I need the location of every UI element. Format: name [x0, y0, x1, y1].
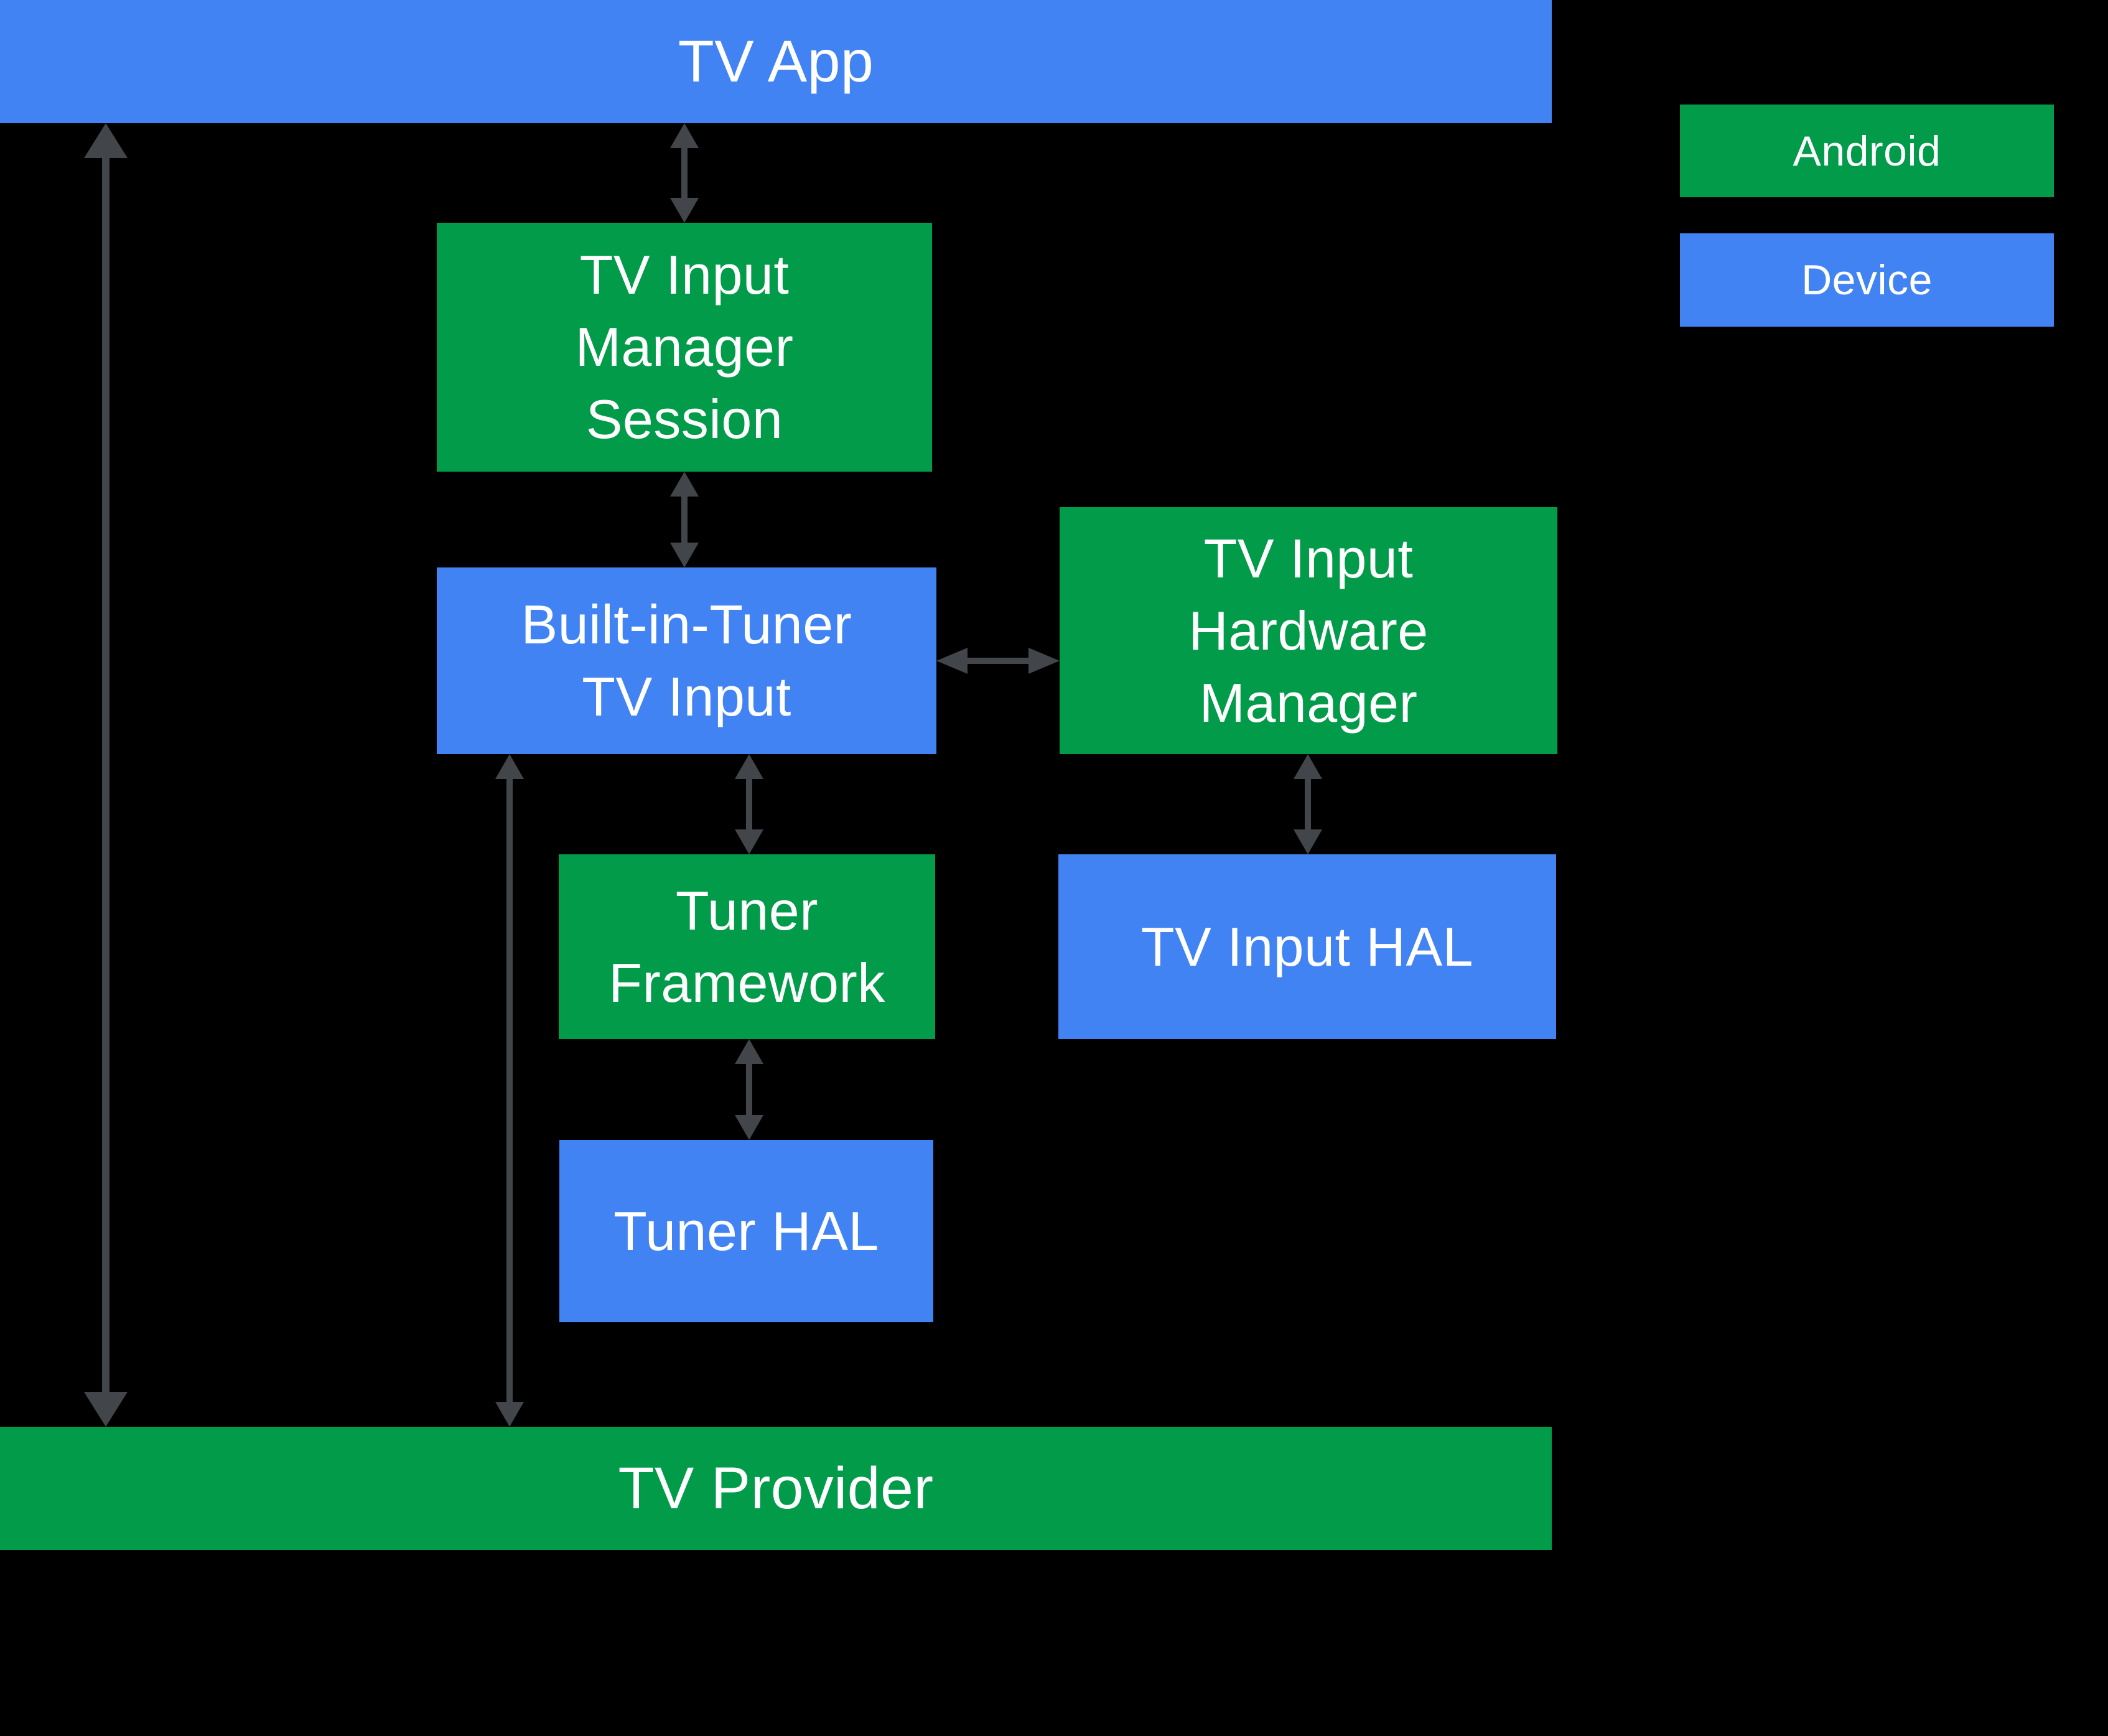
node-tv-input-hardware-manager: TV Input Hardware Manager [1060, 507, 1557, 754]
node-tv-input-manager-session-label: TV Input Manager Session [575, 244, 794, 450]
arrow-tv-input-manager-session-built-in-tuner [670, 472, 699, 567]
node-tv-app: TV App [0, 0, 1552, 123]
node-tuner-framework-label: Tuner Framework [609, 879, 885, 1014]
arrow-shaft [681, 146, 688, 200]
arrowhead-down-icon [1294, 829, 1322, 854]
node-tv-input-manager-session: TV Input Manager Session [437, 223, 932, 472]
arrowhead-up-icon [735, 754, 763, 779]
arrowhead-right-icon [1028, 648, 1060, 674]
arrow-tuner-framework-tuner-hal [735, 1039, 763, 1140]
node-tv-app-label: TV App [678, 29, 874, 95]
arrowhead-down-icon [670, 198, 699, 223]
node-tuner-hal-label: Tuner HAL [613, 1200, 879, 1262]
arrowhead-up-icon [1294, 754, 1322, 779]
node-tv-input-hal: TV Input HAL [1058, 854, 1556, 1039]
arrowhead-down-icon [735, 1115, 763, 1140]
legend-android-label: Android [1793, 127, 1941, 175]
arrow-shaft [102, 156, 110, 1394]
arrowhead-up-icon [495, 754, 524, 779]
arrow-shaft [746, 1062, 752, 1118]
arrowhead-up-icon [735, 1039, 763, 1064]
arrow-hardware-manager-tv-input-hal [1294, 754, 1322, 854]
arrowhead-up-icon [670, 472, 699, 497]
arrow-built-in-tuner-tuner-framework [735, 754, 763, 854]
arrow-shaft [681, 494, 688, 545]
arrow-shaft [1305, 777, 1311, 832]
arrowhead-down-icon [670, 543, 699, 567]
node-tv-input-hal-label: TV Input HAL [1140, 915, 1474, 978]
arrowhead-left-icon [936, 648, 968, 674]
node-tv-provider: TV Provider [0, 1427, 1552, 1550]
node-built-in-tuner-tv-input-label: Built-in-Tuner TV Input [521, 594, 852, 727]
arrow-tv-app-tv-provider [84, 123, 128, 1427]
arrowhead-up-icon [670, 123, 699, 148]
arrow-shaft [965, 658, 1031, 664]
arrow-built-in-tuner-tv-provider [495, 754, 524, 1427]
node-tv-input-hardware-manager-label: TV Input Hardware Manager [1188, 527, 1429, 734]
arrowhead-down-icon [84, 1392, 128, 1427]
arrow-shaft [746, 777, 752, 832]
arrow-tv-app-tv-input-manager-session [670, 123, 699, 223]
node-tv-provider-label: TV Provider [618, 1455, 934, 1521]
node-tuner-framework: Tuner Framework [559, 854, 935, 1039]
arrow-shaft [506, 777, 513, 1404]
arrowhead-up-icon [84, 123, 128, 158]
arrow-built-in-tuner-hardware-manager [936, 648, 1060, 674]
node-tuner-hal: Tuner HAL [559, 1140, 933, 1322]
legend-device-swatch: Device [1680, 233, 2054, 327]
legend-device-label: Device [1801, 256, 1933, 304]
arrowhead-down-icon [495, 1402, 524, 1427]
legend-android-swatch: Android [1680, 105, 2054, 197]
arrowhead-down-icon [735, 829, 763, 854]
node-built-in-tuner-tv-input: Built-in-Tuner TV Input [437, 567, 936, 754]
